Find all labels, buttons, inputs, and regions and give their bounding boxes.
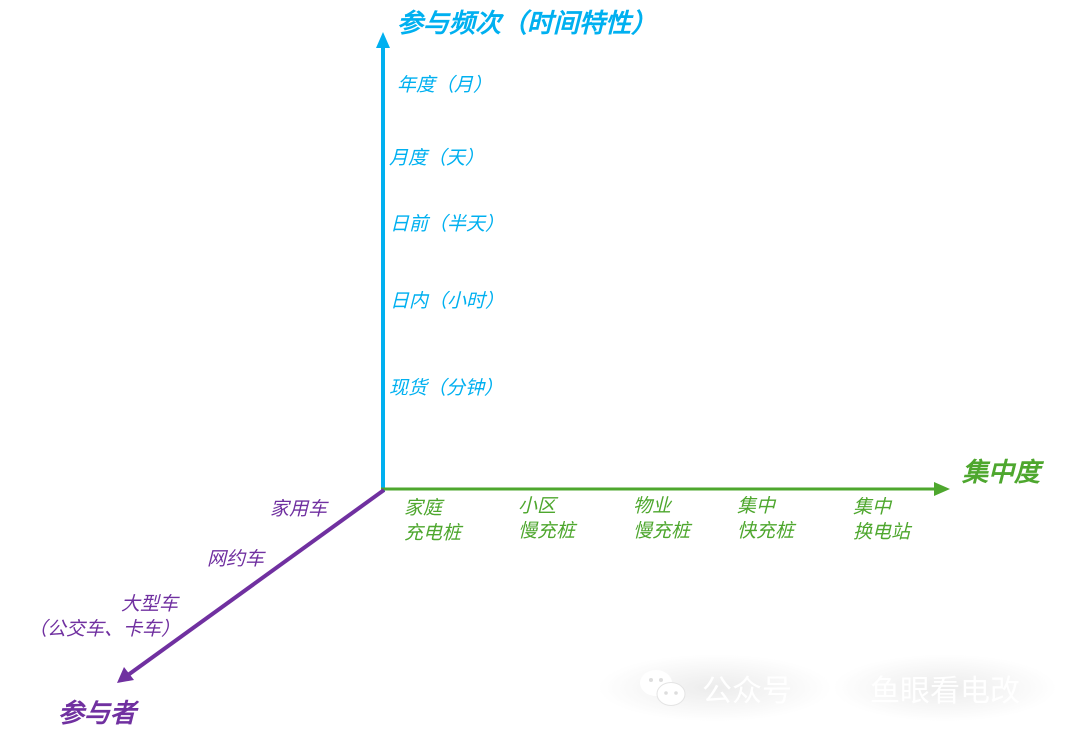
participant-tick-ride-hailing: 网约车	[207, 548, 265, 570]
tick-line1: 大型车	[120, 593, 178, 615]
wechat-icon	[640, 670, 686, 706]
tick-line2: 慢充桩	[633, 519, 691, 542]
tick-line1: 家庭	[404, 497, 443, 519]
watermark-account-name: 鱼眼看电改	[870, 674, 1020, 709]
concentration-axis-arrowhead	[934, 482, 950, 496]
tick-line1: 集中	[737, 495, 776, 517]
time-axis-title: 参与频次（时间特性）	[397, 9, 658, 39]
participant-axis-line	[126, 488, 386, 677]
time-tick-year: 年度（月）	[397, 74, 493, 96]
tick-line2: 换电站	[853, 520, 911, 543]
concentration-tick-community: 小区 慢充桩	[518, 494, 575, 543]
tick-line1: 物业	[633, 495, 672, 517]
participant-axis-title: 参与者	[58, 699, 137, 729]
time-tick-intraday: 日内（小时）	[390, 290, 505, 312]
concentration-tick-swap-station: 集中 换电站	[853, 495, 910, 544]
watermark-account: 鱼眼看电改	[835, 655, 1055, 721]
participant-tick-private-car: 家用车	[270, 498, 328, 520]
time-tick-month: 月度（天）	[389, 147, 485, 169]
concentration-axis-title: 集中度	[962, 458, 1041, 488]
concentration-tick-property: 物业 慢充桩	[633, 494, 690, 543]
watermark-label: 公众号	[600, 655, 830, 721]
concentration-tick-fast-charger: 集中 快充桩	[737, 494, 794, 543]
concentration-tick-home: 家庭 充电桩	[404, 496, 461, 545]
time-tick-spot: 现货（分钟）	[389, 377, 504, 399]
watermark-platform: 公众号	[702, 674, 792, 709]
time-tick-day-ahead: 日前（半天）	[390, 213, 505, 235]
tick-line2: 快充桩	[737, 519, 795, 542]
tick-line1: 集中	[853, 496, 892, 518]
tick-line2: 慢充桩	[518, 519, 576, 542]
tick-line2: 充电桩	[404, 521, 462, 544]
participant-axis-arrowhead	[117, 667, 134, 683]
participant-tick-large-vehicle: 大型车 （公交车、卡车）	[28, 592, 181, 641]
time-axis-arrowhead	[376, 32, 390, 48]
tick-line1: 小区	[518, 495, 557, 517]
tick-line2: （公交车、卡车）	[28, 617, 181, 640]
